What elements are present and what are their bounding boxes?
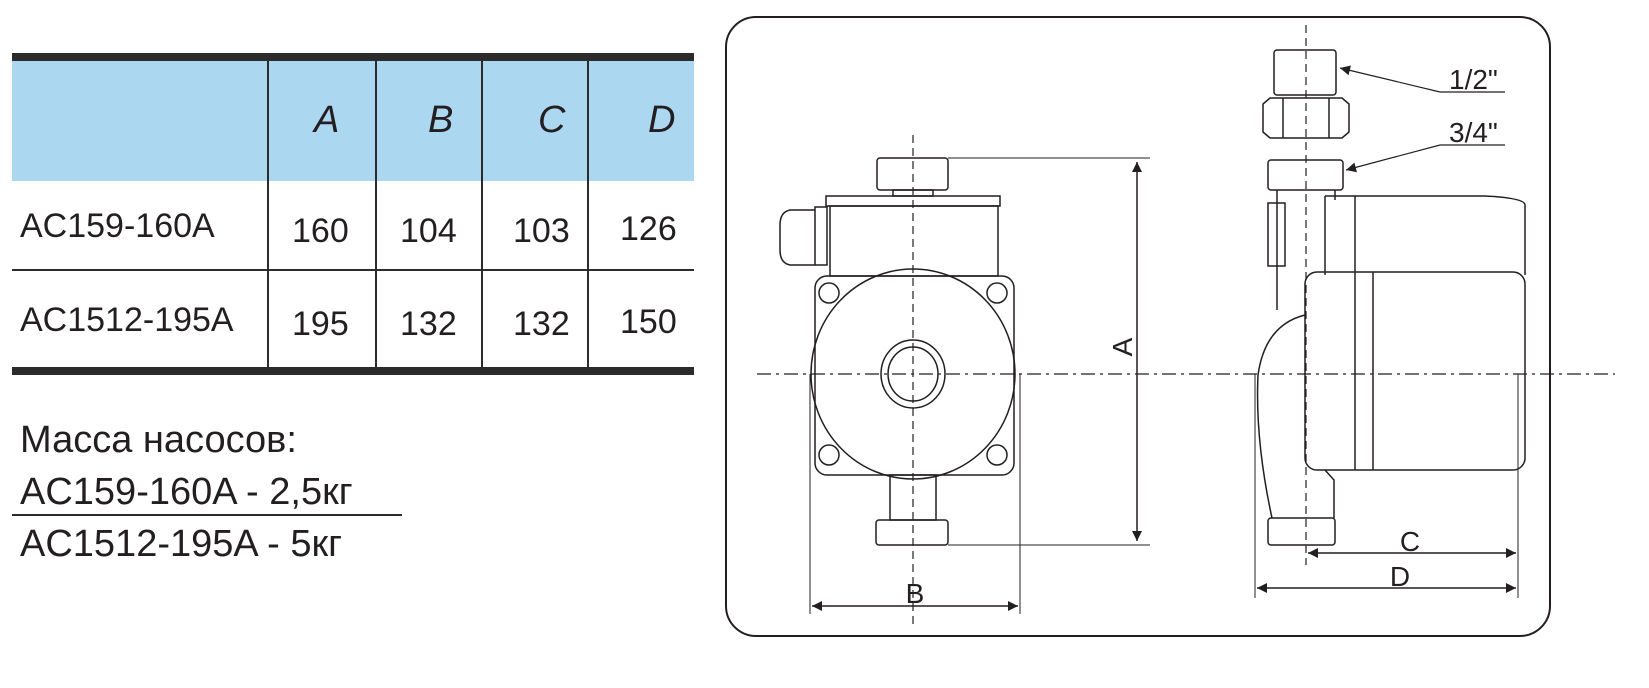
dimension-a-label: A	[1107, 337, 1138, 356]
cell-b: 132	[400, 305, 457, 343]
table-top-rule	[12, 53, 694, 61]
header-d: D	[648, 99, 676, 141]
mass-line: AC159-160A - 2,5кг	[20, 471, 353, 513]
mass-line: AC1512-195A - 5кг	[20, 523, 343, 565]
thread-label-inlet: 3/4"	[1449, 117, 1498, 148]
cell-c: 103	[513, 212, 570, 250]
header-b: B	[428, 99, 454, 141]
column-divider	[481, 61, 483, 367]
row-model: AC159-160A	[20, 207, 215, 245]
column-divider	[375, 61, 377, 367]
dimension-c-label: C	[1400, 526, 1420, 557]
cell-b: 104	[400, 212, 457, 250]
cell-d: 126	[620, 210, 677, 248]
header-a: A	[314, 99, 340, 141]
column-divider	[267, 61, 269, 367]
pump-side-view	[1256, 49, 1526, 546]
column-divider	[587, 61, 589, 367]
dimension-d-label: D	[1390, 561, 1410, 592]
table-bottom-rule	[12, 367, 694, 375]
row-divider	[12, 269, 694, 271]
mass-title: Масса насосов:	[20, 419, 297, 461]
drawing-frame	[725, 16, 1551, 637]
cell-a: 195	[292, 305, 349, 343]
row-model: AC1512-195A	[20, 301, 234, 339]
dimension-b-label: B	[906, 578, 925, 609]
cell-a: 160	[292, 212, 349, 250]
pump-front-view	[779, 157, 1016, 546]
cell-c: 132	[513, 305, 570, 343]
table-header-bg	[12, 61, 694, 181]
header-c: C	[538, 99, 566, 141]
thread-label-top: 1/2"	[1449, 64, 1498, 95]
cell-d: 150	[620, 303, 677, 341]
mass-divider	[12, 514, 402, 516]
